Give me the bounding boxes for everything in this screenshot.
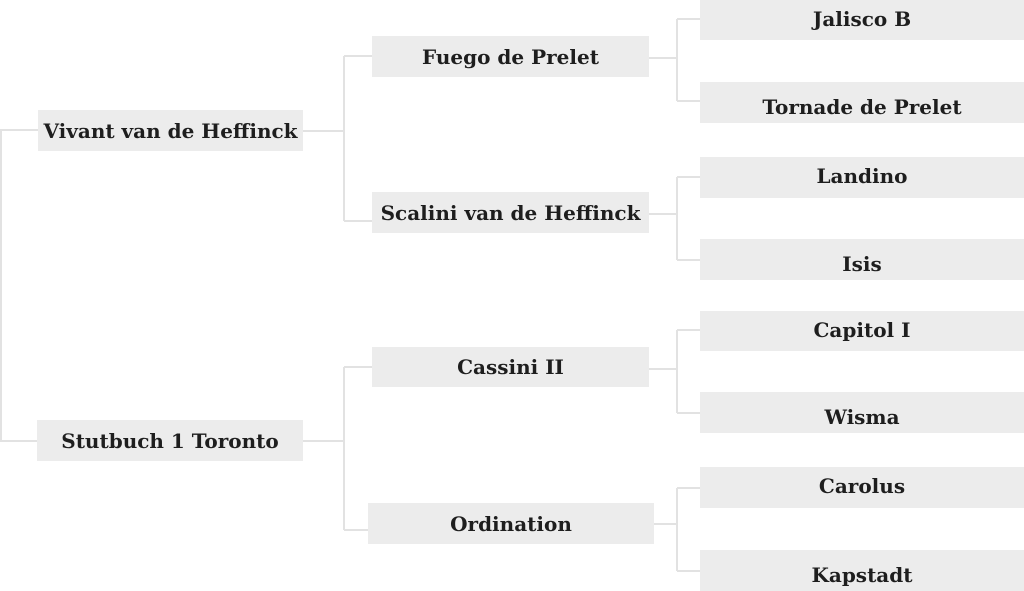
- maternal-granddam-box: Ordination: [368, 503, 654, 544]
- great-grandparent-name: Jalisco B: [812, 7, 912, 31]
- great-grandparent-box: Wisma: [700, 392, 1024, 433]
- great-grandparent-name: Landino: [816, 164, 908, 188]
- great-grandparent-name: Carolus: [818, 474, 906, 498]
- sire-name: Vivant van de Heffinck: [43, 118, 298, 143]
- great-grandparent-box: Landino: [700, 157, 1024, 198]
- dam-box: Stutbuch 1 Toronto: [37, 420, 303, 461]
- great-grandparent-box: Isis: [700, 239, 1024, 280]
- great-grandparent-box: Tornade de Prelet: [700, 82, 1024, 123]
- great-grandparent-name: Wisma: [824, 405, 900, 429]
- great-grandparent-box: Kapstadt: [700, 550, 1024, 591]
- great-grandparent-name: Isis: [842, 252, 882, 276]
- maternal-grandsire-box: Cassini II: [372, 347, 649, 387]
- great-grandparent-box: Jalisco B: [700, 0, 1024, 40]
- sire-box: Vivant van de Heffinck: [38, 110, 303, 151]
- great-grandparent-name: Kapstadt: [811, 563, 913, 587]
- maternal-grandsire-name: Cassini II: [457, 355, 564, 379]
- great-grandparent-name: Capitol I: [813, 318, 911, 342]
- great-grandparent-box: Capitol I: [700, 311, 1024, 351]
- paternal-grandsire-name: Fuego de Prelet: [422, 44, 599, 69]
- dam-name: Stutbuch 1 Toronto: [61, 428, 279, 453]
- maternal-granddam-name: Ordination: [450, 511, 572, 536]
- great-grandparent-box: Carolus: [700, 467, 1024, 508]
- great-grandparent-name: Tornade de Prelet: [762, 95, 962, 119]
- paternal-granddam-name: Scalini van de Heffinck: [380, 200, 641, 225]
- paternal-granddam-box: Scalini van de Heffinck: [372, 192, 649, 233]
- paternal-grandsire-box: Fuego de Prelet: [372, 36, 649, 77]
